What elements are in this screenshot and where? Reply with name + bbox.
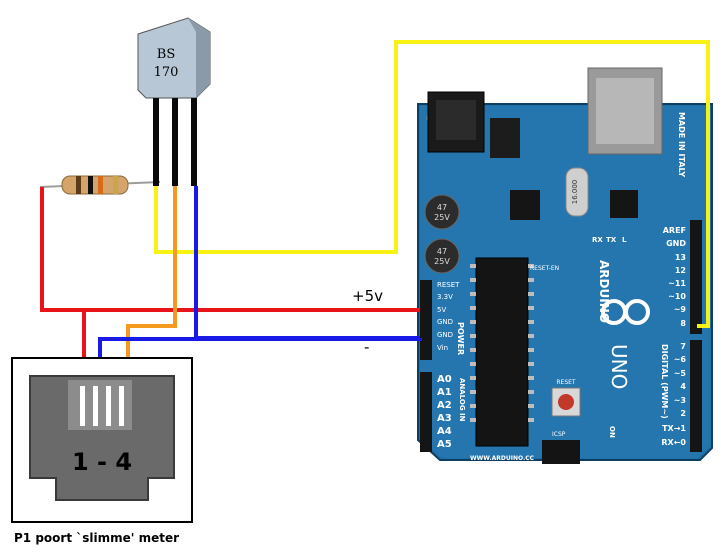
p1-caption: P1 poort `slimme' meter bbox=[14, 531, 180, 545]
arduino-uno-board: 47 25V 47 25V 16.000 RESET bbox=[417, 67, 713, 464]
power-pin-labels: RESET 3.3V 5V GND GND Vin bbox=[437, 281, 460, 352]
pin-label: TX→1 bbox=[662, 424, 686, 433]
led-l-label: L bbox=[622, 236, 627, 244]
transistor-label-2: 170 bbox=[154, 65, 179, 80]
digital-pin-labels: AREF GND 13 12 ~11 ~10 ~9 8 7 ~6 ~5 4 ~3… bbox=[661, 226, 686, 447]
on-label: ON bbox=[608, 426, 616, 438]
pin-label: Vin bbox=[437, 344, 448, 352]
pin-label: 12 bbox=[675, 266, 686, 275]
pin-label: AREF bbox=[663, 226, 686, 235]
pin-label: 8 bbox=[680, 319, 686, 328]
digital-header-top bbox=[690, 220, 702, 334]
pin-label: 2 bbox=[680, 409, 686, 418]
p1-connector: 1 - 4 bbox=[11, 357, 193, 523]
reset-en-label: RESET-EN bbox=[530, 265, 559, 272]
pin-label: ~11 bbox=[668, 279, 686, 288]
pin-label: A1 bbox=[437, 387, 452, 398]
digital-header-bottom bbox=[690, 340, 702, 452]
pin-label: RX←0 bbox=[661, 438, 686, 447]
pin-label: ~9 bbox=[674, 305, 687, 314]
svg-text:47: 47 bbox=[437, 247, 447, 256]
analog-section-label: ANALOG IN bbox=[458, 378, 466, 422]
pin-label: GND bbox=[437, 318, 453, 326]
reset-label: RESET bbox=[556, 379, 576, 386]
crystal-label: 16.000 bbox=[571, 180, 579, 205]
svg-text:25V: 25V bbox=[434, 213, 450, 222]
pin-label: GND bbox=[666, 239, 686, 248]
pin-label: 5V bbox=[437, 306, 446, 314]
pin-label: ~5 bbox=[674, 369, 687, 378]
svg-text:47: 47 bbox=[437, 203, 447, 212]
wire-orange bbox=[126, 186, 177, 380]
pin-label: ~3 bbox=[674, 396, 686, 405]
power-section-label: POWER bbox=[456, 322, 465, 355]
url-label: WWW.ARDUINO.CC bbox=[470, 455, 535, 462]
pin-label: RESET bbox=[437, 281, 460, 289]
rx-label: RX bbox=[592, 236, 603, 244]
transistor-bs170: BS 170 bbox=[137, 17, 211, 186]
atmega-chip bbox=[475, 257, 529, 447]
pin-label: 13 bbox=[675, 253, 686, 262]
analog-pin-labels: A0 A1 A2 A3 A4 A5 bbox=[437, 374, 452, 450]
pin-label: ~10 bbox=[668, 292, 686, 301]
plus-5v-label: +5v bbox=[352, 287, 383, 305]
pin-label: 7 bbox=[680, 342, 686, 351]
crystal bbox=[565, 167, 589, 217]
transistor-label-1: BS bbox=[157, 47, 175, 62]
capacitor: 47 25V bbox=[424, 238, 460, 274]
minus-label: - bbox=[364, 338, 370, 356]
pin-label: 4 bbox=[680, 382, 686, 391]
pin-label: A0 bbox=[437, 374, 452, 385]
svg-text:25V: 25V bbox=[434, 257, 450, 266]
capacitor: 47 25V bbox=[424, 194, 460, 230]
pin-label: 3.3V bbox=[437, 293, 453, 301]
icsp-header bbox=[542, 440, 580, 464]
wire-red-resistor bbox=[40, 187, 420, 312]
digital-section-label: DIGITAL (PWM~) bbox=[660, 344, 669, 419]
pin-label: A3 bbox=[437, 413, 452, 424]
wire-yellow bbox=[154, 40, 710, 328]
arduino-brand-label: ARDUINO bbox=[597, 260, 611, 323]
made-in-italy-label: MADE IN ITALY bbox=[677, 112, 686, 177]
tx-label: TX bbox=[606, 236, 617, 244]
pin-label: GND bbox=[437, 331, 453, 339]
power-header bbox=[420, 280, 432, 360]
analog-header bbox=[420, 372, 432, 452]
uno-model-label: UNO bbox=[607, 344, 631, 389]
icsp-label: ICSP bbox=[552, 431, 566, 438]
pin-label: ~6 bbox=[674, 355, 687, 364]
pin-label: A4 bbox=[437, 426, 452, 437]
arduino-logo bbox=[601, 299, 650, 325]
pin-label: A5 bbox=[437, 439, 452, 450]
pin-label: A2 bbox=[437, 400, 452, 411]
wire-blue-gnd bbox=[194, 186, 420, 340]
resistor bbox=[39, 175, 161, 195]
connector-pins-label: 1 - 4 bbox=[72, 448, 132, 476]
